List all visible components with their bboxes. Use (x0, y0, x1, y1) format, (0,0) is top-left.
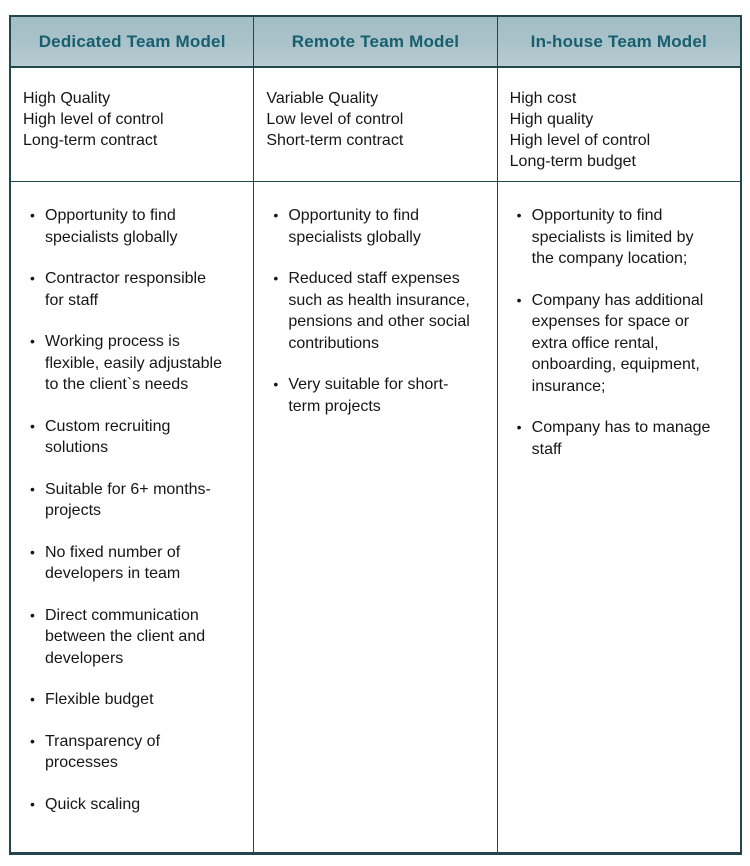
bullet-item: Very suitable for short-term projects (267, 374, 470, 417)
bullet-item: Suitable for 6+ months-projects (24, 479, 227, 522)
summary-line: High Quality (23, 90, 111, 107)
bullet-item: Opportunity to find specialists is limit… (511, 205, 714, 270)
details-cell-remote: Opportunity to find specialists globally… (254, 182, 498, 852)
header-cell-remote-team-model: Remote Team Model (254, 17, 498, 66)
bullet-item: Reduced staff expenses such as health in… (267, 268, 470, 354)
bullet-item: Custom recruiting solutions (24, 416, 227, 459)
summary-line: High level of control (509, 132, 651, 149)
header-row: Dedicated Team Model Remote Team Model I… (11, 17, 740, 68)
header-cell-in-house-team-model: In-house Team Model (530, 31, 707, 51)
bullet-item: Quick scaling (24, 794, 227, 816)
bullet-item: Opportunity to find specialists globally (267, 205, 470, 248)
header-cell-dedicated-team-model: Dedicated Team Model (11, 17, 255, 66)
details-cell-in-house: Opportunity to find specialists is limit… (498, 182, 740, 852)
summary-line: Low level of control (266, 111, 404, 128)
bullet-item: Company has additional expenses for spac… (511, 290, 714, 398)
summary-line: Short-term contract (266, 132, 404, 149)
summary-line: High level of control (23, 111, 164, 128)
bullet-item: Company has to manage staff (511, 417, 714, 460)
bullet-item: Flexible budget (24, 689, 227, 711)
summary-line: Long-term budget (509, 153, 636, 170)
summary-line: Variable Quality (266, 90, 379, 107)
details-row: Opportunity to find specialists globally… (11, 182, 740, 852)
bullet-list-dedicated: Opportunity to find specialists globally… (24, 205, 227, 815)
bullet-list-remote: Opportunity to find specialists globally… (267, 205, 470, 417)
bullet-item: Direct communication between the client … (24, 605, 227, 670)
bullet-item: Transparency of processes (24, 731, 227, 774)
summary-line: Long-term contract (23, 132, 158, 149)
comparison-table: Dedicated Team Model Remote Team Model I… (9, 15, 742, 855)
summary-line: High quality (509, 111, 594, 128)
summary-line: High cost (509, 90, 577, 107)
bullet-item: Contractor responsible for staff (24, 268, 227, 311)
bullet-item: No fixed number of developers in team (24, 542, 227, 585)
bullet-item: Opportunity to find specialists globally (24, 205, 227, 248)
details-cell-dedicated: Opportunity to find specialists globally… (11, 182, 255, 852)
bullet-item: Working process is flexible, easily adju… (24, 331, 227, 396)
bullet-list-in-house: Opportunity to find specialists is limit… (511, 205, 714, 460)
